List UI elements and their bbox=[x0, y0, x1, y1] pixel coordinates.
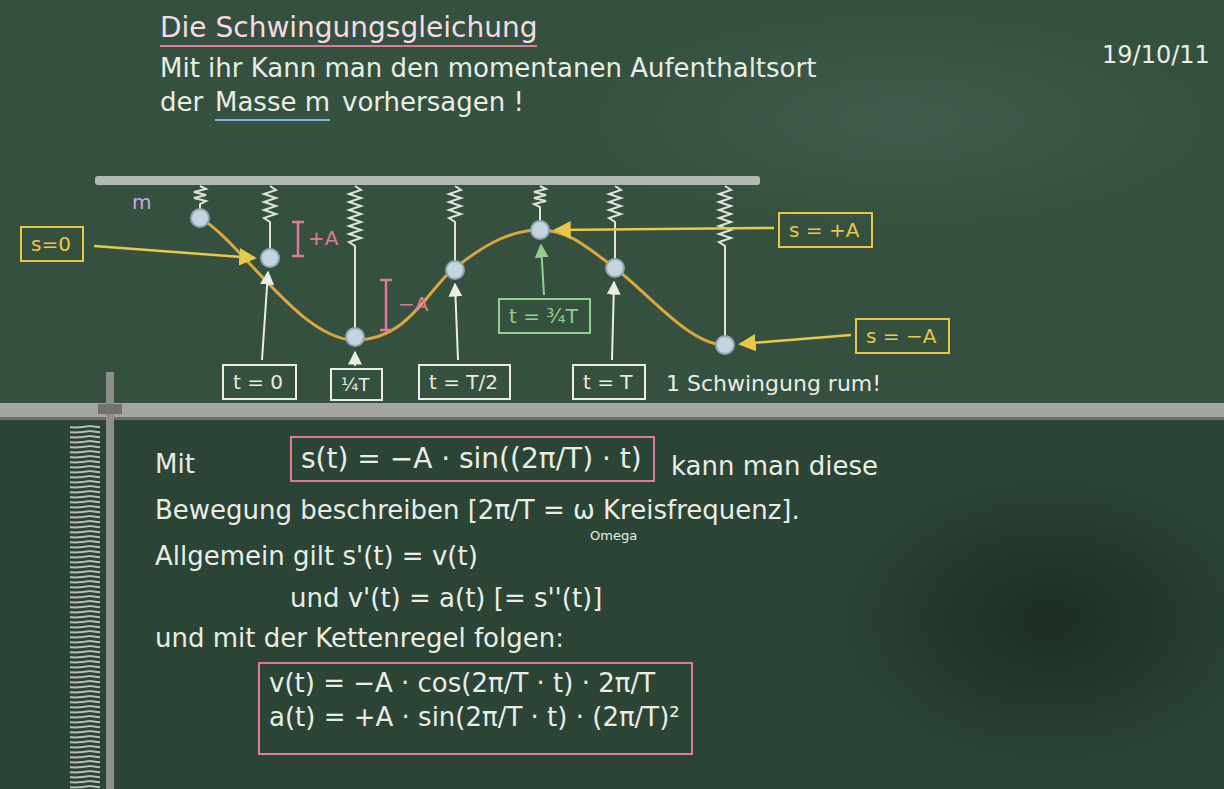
stand-clamp bbox=[98, 404, 122, 414]
time-box: t = ¾T bbox=[498, 298, 591, 334]
spring bbox=[609, 186, 621, 259]
shadow bbox=[830, 470, 1224, 770]
time-box: ¼T bbox=[330, 368, 383, 401]
box-text: v(t) = −A · cos(2π/T · t) · 2π/T bbox=[269, 667, 682, 701]
stand-pole bbox=[106, 372, 114, 789]
date: 19/10/11 bbox=[1102, 40, 1210, 70]
board-rail-edge bbox=[0, 417, 1224, 420]
spring bbox=[719, 186, 731, 336]
pointer-arrow bbox=[740, 335, 851, 344]
mass bbox=[191, 209, 209, 227]
board-text: Allgemein gilt s'(t) = v(t) bbox=[155, 540, 478, 573]
pointer-arrow bbox=[555, 228, 774, 230]
spring bbox=[349, 186, 361, 328]
suspension-bar bbox=[95, 176, 760, 185]
box-text: a(t) = +A · sin(2π/T · t) · (2π/T)² bbox=[269, 701, 682, 735]
box-text: ¼T bbox=[341, 373, 372, 396]
upper-board bbox=[0, 0, 1224, 403]
amplitude-bracket bbox=[380, 280, 392, 330]
box-text: s = −A bbox=[866, 323, 939, 349]
box-text: t = T bbox=[583, 369, 635, 395]
pointer-arrow bbox=[354, 352, 356, 366]
board-text: und v'(t) = a(t) [= s''(t)] bbox=[290, 582, 602, 615]
pointer-arrow bbox=[262, 272, 268, 360]
pointer-arrow bbox=[612, 282, 614, 360]
box-text: s=0 bbox=[31, 231, 73, 257]
time-box: t = T bbox=[572, 364, 646, 400]
pointer-arrow bbox=[541, 245, 544, 295]
amplitude-label: −A bbox=[398, 292, 428, 317]
result-box: v(t) = −A · cos(2π/T · t) · 2π/Ta(t) = +… bbox=[258, 662, 693, 755]
box-text: s(t) = −A · sin((2π/T) · t) bbox=[301, 441, 644, 477]
spring bbox=[264, 186, 276, 249]
board-text: Masse m bbox=[215, 86, 330, 121]
amplitude-label: +A bbox=[308, 226, 338, 251]
board-text: Bewegung beschreiben [2π/T = ω Kreisfreq… bbox=[155, 494, 800, 527]
position-box: s=0 bbox=[20, 226, 84, 262]
board-note: 1 Schwingung rum! bbox=[666, 370, 881, 398]
spring bbox=[534, 186, 546, 221]
pointer-arrow bbox=[455, 284, 458, 360]
spring bbox=[194, 186, 206, 209]
sine-curve bbox=[200, 218, 725, 345]
chalk-smudge bbox=[580, 10, 1220, 230]
position-box: s = +A bbox=[778, 212, 873, 248]
time-box: t = 0 bbox=[222, 364, 297, 400]
box-text: s = +A bbox=[789, 217, 862, 243]
mass bbox=[346, 328, 364, 346]
spring bbox=[449, 186, 461, 261]
board-text: Mit bbox=[155, 448, 195, 481]
formula-box: s(t) = −A · sin((2π/T) · t) bbox=[290, 436, 655, 482]
board-text: Mit ihr Kann man den momentanen Aufentha… bbox=[160, 52, 816, 85]
board-text: kann man diese bbox=[671, 450, 878, 483]
mass-label: m bbox=[132, 190, 151, 215]
time-box: t = T/2 bbox=[418, 364, 511, 400]
board-rail bbox=[0, 403, 1224, 419]
lab-spring bbox=[70, 425, 100, 789]
box-text: t = 0 bbox=[233, 369, 286, 395]
masses bbox=[191, 209, 734, 354]
board-title: Die Schwingungsgleichung bbox=[160, 10, 537, 47]
amplitude-bracket bbox=[292, 222, 304, 256]
board-text: der bbox=[160, 86, 203, 119]
position-box: s = −A bbox=[855, 318, 950, 354]
annotation: Omega bbox=[590, 528, 637, 544]
pointer-arrow bbox=[94, 246, 255, 258]
mass bbox=[606, 259, 624, 277]
board-text: vorhersagen ! bbox=[342, 86, 524, 119]
mass bbox=[531, 221, 549, 239]
box-text: t = T/2 bbox=[429, 369, 500, 395]
mass bbox=[446, 261, 464, 279]
mass bbox=[716, 336, 734, 354]
mass bbox=[261, 249, 279, 267]
board-text: und mit der Kettenregel folgen: bbox=[155, 622, 564, 655]
box-text: t = ¾T bbox=[509, 303, 580, 329]
